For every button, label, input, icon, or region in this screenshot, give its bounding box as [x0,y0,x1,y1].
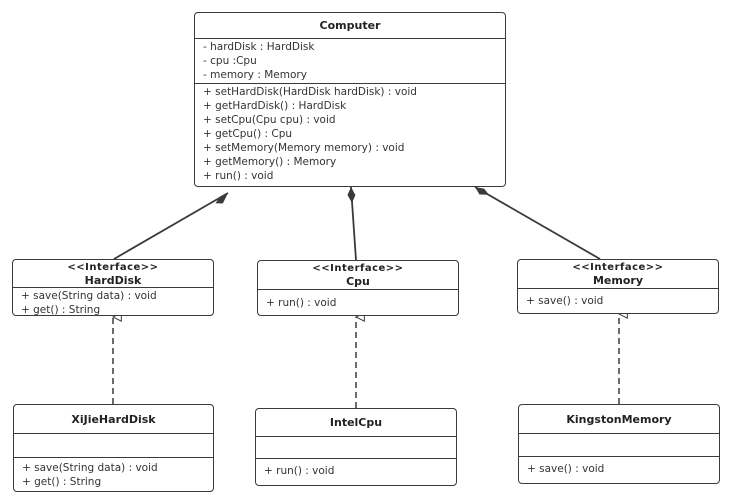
interface-harddisk[interactable]: <<Interface>> HardDisk + save(String dat… [12,259,214,316]
class-title: HardDisk [84,273,142,287]
operation: + setMemory(Memory memory) : void [203,142,405,154]
operation: + getCpu() : Cpu [203,128,293,140]
operation: + save() : void [526,295,604,307]
class-name: KingstonMemory [519,405,719,434]
class-title: Memory [592,274,644,287]
class-name: XiJieHardDisk [14,405,213,434]
attribute-section [519,434,719,457]
class-name: IntelCpu [256,409,456,437]
class-name: <<Interface>> Cpu [258,261,458,290]
attribute: - cpu :Cpu [203,55,257,67]
operation-section: + setHardDisk(HardDisk hardDisk) : void … [195,84,505,184]
class-name: <<Interface>> HardDisk [13,260,213,288]
class-title: KingstonMemory [566,412,672,426]
operation: + save(String data) : void [22,462,158,474]
attribute-section [256,437,456,459]
composition-diamond-harddisk [215,193,228,204]
stereotype-label: <<Interface>> [572,262,664,273]
composition-diamond-cpu [347,187,356,203]
class-title: XiJieHardDisk [71,412,156,426]
class-kingstonmemory[interactable]: KingstonMemory + save() : void [518,404,720,484]
class-computer[interactable]: Computer - hardDisk : HardDisk - cpu :Cp… [194,12,506,187]
operation: + get() : String [22,476,102,488]
composition-diamond-memory [475,187,489,195]
stereotype-label: <<Interface>> [312,263,404,274]
operation-section: + run() : void [258,290,458,311]
operation: + run() : void [266,297,337,309]
operation-section: + save(String data) : void + get() : Str… [13,288,213,316]
operation: + setHardDisk(HardDisk hardDisk) : void [203,86,417,98]
attribute: - hardDisk : HardDisk [203,41,315,53]
operation: + run() : void [264,465,335,477]
operation-section: + run() : void [256,459,456,479]
class-title: Cpu [346,275,370,288]
operation: + get() : String [21,304,101,316]
class-intelcpu[interactable]: IntelCpu + run() : void [255,408,457,486]
operation: + getMemory() : Memory [203,156,337,168]
operation-section: + save() : void [519,457,719,477]
interface-cpu[interactable]: <<Interface>> Cpu + run() : void [257,260,459,316]
operation: + save(String data) : void [21,290,157,302]
class-name: <<Interface>> Memory [518,260,718,289]
operation: + setCpu(Cpu cpu) : void [203,114,336,126]
class-title: Computer [319,19,381,32]
class-title: IntelCpu [329,416,383,429]
interface-memory[interactable]: <<Interface>> Memory + save() : void [517,259,719,314]
class-xijiehardDisk[interactable]: XiJieHardDisk + save(String data) : void… [13,404,214,492]
composition-edge-harddisk [113,192,229,260]
stereotype-label: <<Interface>> [67,261,159,273]
attribute: - memory : Memory [203,69,307,81]
class-name: Computer [195,13,505,39]
composition-edge-memory [474,186,601,260]
attribute-section [14,434,213,458]
operation: + run() : void [203,170,274,182]
attribute-section: - hardDisk : HardDisk - cpu :Cpu - memor… [195,39,505,84]
operation-section: + save() : void [518,289,718,309]
operation: + getHardDisk() : HardDisk [203,100,347,112]
operation: + save() : void [527,463,605,475]
operation-section: + save(String data) : void + get() : Str… [14,458,213,490]
